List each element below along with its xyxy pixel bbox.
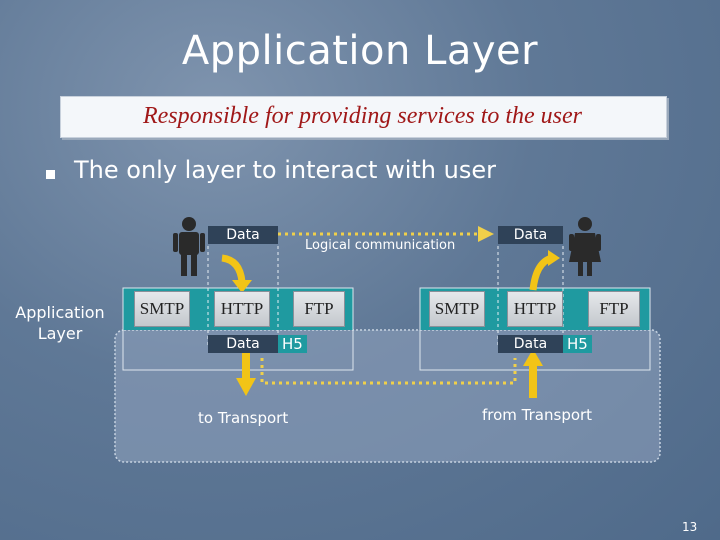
- from-transport-label: from Transport: [482, 406, 593, 424]
- bullet-marker: [46, 170, 55, 179]
- left-http-box: HTTP: [214, 291, 270, 327]
- subtitle-box: [60, 96, 667, 138]
- left-h5-header: H5: [278, 335, 307, 353]
- up-arrow-shaft: [529, 366, 537, 398]
- page-number: 13: [682, 520, 698, 534]
- up-arrow-head: [523, 349, 543, 366]
- left-data-bottom: Data: [208, 335, 278, 353]
- down-arrow-shaft: [242, 352, 250, 380]
- application-layer-label: Application Layer: [15, 303, 105, 343]
- transport-region: [114, 329, 661, 463]
- left-curved-arrow: [221, 254, 246, 283]
- bullet-text: The only layer to interact with user: [74, 156, 496, 184]
- slide-subtitle: Responsible for providing services to th…: [142, 103, 583, 129]
- right-h5-header: H5: [563, 335, 592, 353]
- right-http-box: HTTP: [507, 291, 563, 327]
- left-data-top: Data: [208, 226, 278, 244]
- user-male-icon: [173, 217, 205, 276]
- right-smtp-box: SMTP: [429, 291, 485, 327]
- slide-title: Application Layer: [181, 28, 539, 74]
- right-data-bottom: Data: [498, 335, 563, 353]
- logical-arrowhead: [478, 226, 494, 242]
- left-smtp-box: SMTP: [134, 291, 190, 327]
- left-host-box: [122, 287, 354, 371]
- logical-communication-label: Logical communication: [305, 238, 456, 253]
- right-data-top: Data: [498, 226, 563, 244]
- left-ftp-box: FTP: [293, 291, 345, 327]
- user-female-icon: [569, 217, 601, 276]
- to-transport-label: to Transport: [198, 409, 289, 427]
- down-arrow-head: [236, 378, 256, 396]
- right-ftp-box: FTP: [588, 291, 640, 327]
